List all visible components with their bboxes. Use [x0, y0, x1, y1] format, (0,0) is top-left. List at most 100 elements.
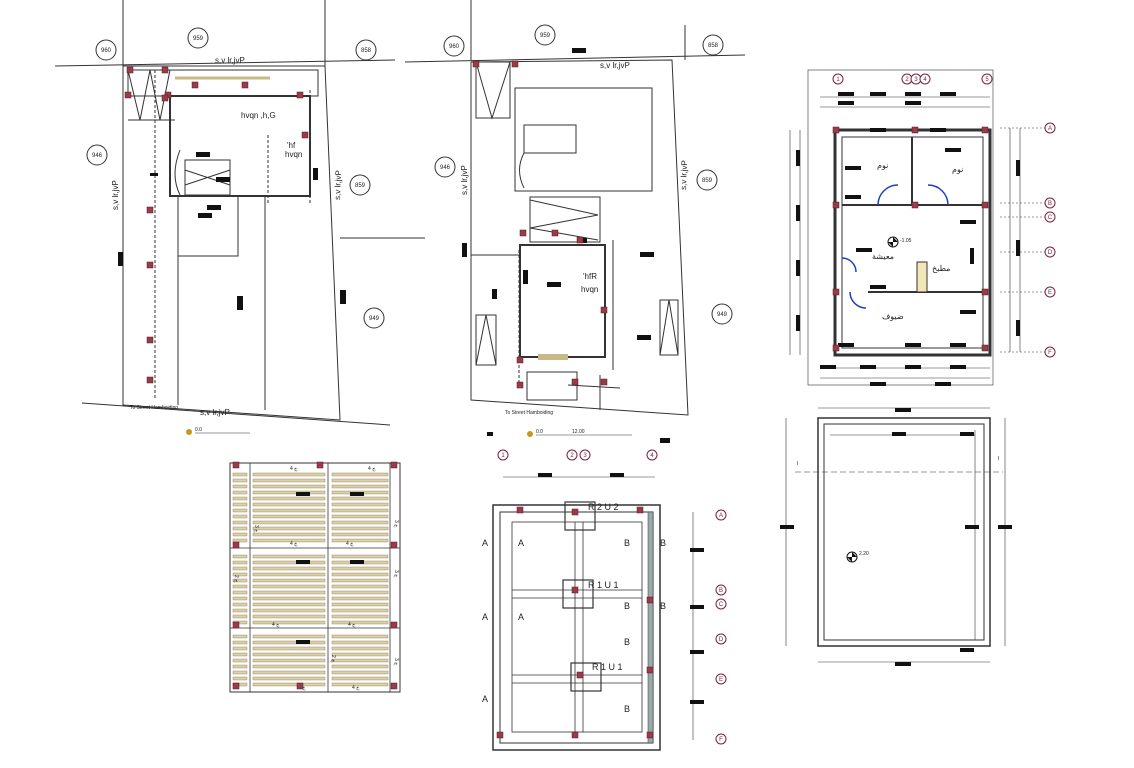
- section-mark-b: B: [660, 538, 666, 548]
- joist-strip: [232, 572, 248, 577]
- slab-label: 2 ج: [330, 655, 336, 663]
- column-marker: [911, 126, 919, 134]
- level-marker-icon: [888, 237, 898, 247]
- grid-axis-bubble: [497, 449, 509, 461]
- column-marker: [390, 461, 398, 469]
- door-swing-arc: [877, 184, 899, 206]
- room-label: 'hfR: [583, 272, 597, 281]
- joist-strip: [252, 560, 326, 565]
- column-marker: [646, 666, 654, 674]
- plot-number-bubble: [95, 39, 117, 61]
- site-plan-1: [54, 0, 425, 426]
- dimension-text-block: [905, 101, 921, 105]
- column-marker: [472, 60, 480, 68]
- joist-strip: [232, 614, 248, 619]
- dimension-text-block: [547, 282, 561, 287]
- dimension-text-block: [660, 438, 670, 443]
- column-marker: [390, 621, 398, 629]
- slab-plan-labels: 4 ج 4 ج 4 ج 4 ج 4 ج 4 ج 4 ج 4 ج 3 ج 2 ج …: [233, 466, 399, 691]
- grid-axis-label: E: [719, 677, 723, 683]
- joist-strip: [331, 520, 389, 525]
- roof-plan-labels: I I 2.20: [797, 456, 999, 563]
- room-label: hvqn: [581, 285, 598, 294]
- curved-wall: [519, 152, 525, 189]
- grid-axis-bubble: [715, 598, 727, 610]
- dimension-text-block: [870, 92, 886, 96]
- joist-strip: [252, 578, 326, 583]
- plot-number: 949: [717, 312, 728, 318]
- joist-strip: [331, 682, 389, 687]
- joist-strip: [331, 608, 389, 613]
- joist-strip: [331, 676, 389, 681]
- joist-strip: [252, 566, 326, 571]
- dimension-text-block: [198, 213, 212, 218]
- kitchen-counter: [916, 261, 928, 293]
- grid-axis-label: 4: [923, 77, 927, 83]
- column-marker: [124, 91, 132, 99]
- plot-number-bubble: [534, 24, 556, 46]
- stair-symbol: [529, 199, 599, 241]
- joist-strip: [331, 472, 389, 477]
- plot-number-bubble: [443, 35, 465, 57]
- stair-block: [529, 196, 601, 243]
- column-marker: [516, 381, 524, 389]
- column-marker: [146, 206, 154, 214]
- dimension-text-block: [892, 432, 906, 436]
- joist-strip: [252, 484, 326, 489]
- column-marker: [832, 201, 840, 209]
- column-marker: [551, 229, 559, 237]
- joist-strip: [232, 484, 248, 489]
- section-mark-a: A: [518, 538, 524, 548]
- grid-axis-label: 1: [836, 77, 840, 83]
- joist-strip: [252, 602, 326, 607]
- column-marker: [981, 201, 989, 209]
- street-edge-line: [54, 59, 396, 67]
- street-edge-line: [81, 402, 391, 426]
- grid-axis-bubble: [1044, 211, 1056, 223]
- column-marker: [232, 461, 240, 469]
- joist-strip: [232, 676, 248, 681]
- dimension-text-block: [207, 205, 221, 210]
- joist-strip: [252, 520, 326, 525]
- column-marker: [241, 81, 249, 89]
- dimension-text-block: [492, 289, 497, 299]
- stair-symbol: [127, 69, 151, 121]
- footing-label: R 2 U 2: [588, 502, 619, 512]
- dimension-text-block: [216, 177, 230, 182]
- column-marker: [516, 506, 524, 514]
- dimension-text-block: [296, 640, 310, 644]
- floor-plan-labels: 1 2 3 4 5 A B C D E F نوم نوم معيشة مطبخ…: [832, 73, 1056, 358]
- grid-axis-bubble: [919, 73, 931, 85]
- grid-axis-bubble: [566, 449, 578, 461]
- dimension-text-block: [350, 560, 364, 564]
- dimension-text-block: [950, 343, 966, 347]
- joist-strip: [252, 490, 326, 495]
- dimension-text-block: [796, 150, 800, 166]
- grid-axis-label: B: [719, 588, 723, 594]
- slab-label: 4 ج: [352, 685, 360, 691]
- dimension-text-block: [690, 650, 704, 654]
- joist-strip: [252, 614, 326, 619]
- slab-label: 3 ج: [393, 520, 399, 528]
- column-marker: [146, 261, 154, 269]
- slab-label: 3 ج: [253, 525, 259, 533]
- joist-strip: [252, 646, 326, 651]
- joist-strip: [252, 652, 326, 657]
- column-marker: [390, 682, 398, 690]
- joist-strip: [331, 590, 389, 595]
- section-mark: I: [797, 461, 798, 467]
- dimension-text-block: [960, 220, 976, 224]
- column-footing: [570, 662, 602, 692]
- dimension-text-block: [930, 128, 946, 132]
- column-marker: [146, 376, 154, 384]
- room-label: 'hf: [287, 141, 296, 150]
- joist-strip: [252, 526, 326, 531]
- grid-axis-label: A: [1048, 126, 1052, 132]
- stair-symbol: [184, 169, 231, 186]
- dimension-text-block: [340, 290, 346, 304]
- stair-block: [475, 61, 511, 119]
- dimension-text-block: [462, 243, 467, 257]
- column-marker: [161, 94, 169, 102]
- dimension-text-block: [1016, 320, 1020, 336]
- joist-strip: [232, 584, 248, 589]
